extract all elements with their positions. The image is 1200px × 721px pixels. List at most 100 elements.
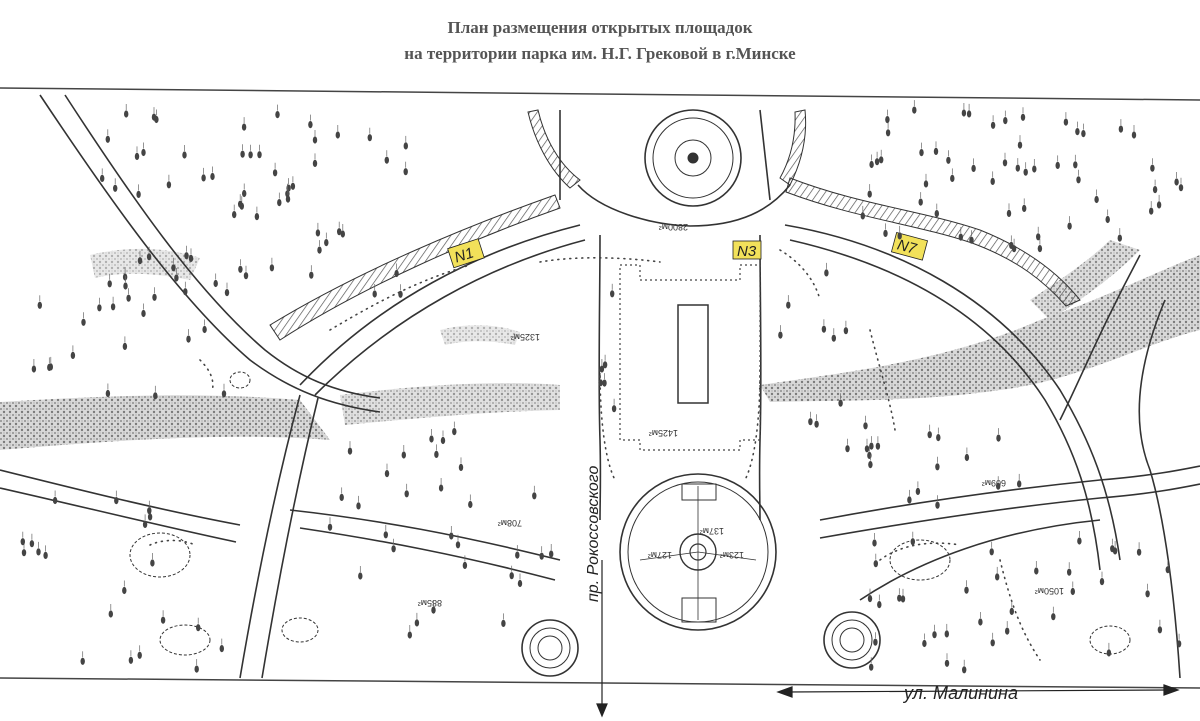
tree-icon	[873, 638, 878, 646]
tree-icon	[515, 551, 520, 559]
tree-icon	[257, 151, 262, 159]
tree-icon	[1017, 480, 1022, 488]
tree-icon	[124, 110, 129, 118]
tree-icon	[831, 334, 836, 342]
tree-icon	[1070, 587, 1076, 596]
tree-icon	[927, 431, 932, 439]
tree-icon	[123, 282, 128, 290]
tree-icon	[240, 150, 245, 158]
tree-icon	[912, 106, 917, 114]
tree-icon	[404, 490, 409, 498]
map-title-line-2: на территории парка им. Н.Г. Грековой в …	[404, 44, 796, 63]
tree-icon	[468, 500, 473, 509]
tree-icon	[602, 379, 607, 387]
tree-icon	[872, 539, 877, 547]
tree-icon	[1023, 168, 1028, 176]
tree-icon	[126, 294, 131, 302]
tree-icon	[327, 523, 333, 531]
tree-icon	[923, 180, 929, 188]
tree-icon	[105, 135, 111, 143]
tree-icon	[384, 156, 389, 164]
tree-icon	[922, 639, 927, 648]
tree-icon	[869, 442, 874, 450]
tree-icon	[599, 365, 605, 373]
tree-icon	[219, 645, 224, 653]
shrub-rows	[149, 249, 1041, 661]
tree-icon	[885, 129, 891, 137]
tree-icon	[989, 548, 994, 556]
tree-icon	[1067, 222, 1072, 230]
tree-icon	[958, 233, 963, 241]
site-n3-label: N3	[737, 243, 757, 260]
tree-icon	[1015, 164, 1020, 172]
plan-frame	[0, 87, 1200, 689]
tree-icon	[182, 151, 187, 159]
tree-icon	[312, 159, 318, 167]
tree-icon	[188, 254, 194, 262]
tree-icon	[100, 174, 105, 182]
tree-icon	[1011, 245, 1017, 253]
central-lawn	[619, 264, 761, 451]
tree-icon	[1021, 204, 1027, 212]
tree-icon	[160, 616, 166, 624]
tree-icon	[383, 531, 388, 539]
tree-icon	[883, 229, 888, 237]
tree-icon	[610, 290, 615, 298]
tree-icon	[1145, 590, 1150, 598]
tree-icon	[414, 619, 420, 627]
site-n1-marker: N1	[447, 238, 485, 269]
tree-icon	[549, 550, 554, 558]
tree-icon	[114, 497, 119, 505]
tree-symbols	[20, 100, 1184, 674]
tree-icon	[978, 618, 983, 626]
tree-icon	[868, 461, 873, 469]
tree-icon	[70, 351, 76, 359]
tree-icon	[935, 501, 940, 509]
park-paths	[0, 94, 1200, 679]
tree-icon	[108, 610, 114, 618]
area-label: 2800м²	[659, 222, 688, 232]
tree-icon	[879, 156, 884, 164]
tree-icon	[962, 666, 967, 674]
area-label: 1425м²	[649, 428, 678, 438]
area-label: 1050м²	[1035, 586, 1064, 596]
tree-icon	[969, 236, 974, 244]
tree-icon	[134, 152, 140, 160]
tree-icon	[137, 257, 143, 265]
tree-icon	[1037, 245, 1043, 253]
tree-icon	[1005, 627, 1010, 635]
area-label: 708м²	[498, 518, 522, 528]
tree-icon	[429, 435, 434, 443]
tree-icon	[971, 164, 976, 172]
tree-icon	[122, 273, 128, 281]
tree-icon	[821, 325, 827, 333]
tree-icon	[52, 496, 58, 505]
site-n1-label: N1	[452, 244, 476, 266]
tree-icon	[778, 331, 783, 339]
area-label: 123м²	[720, 550, 744, 560]
tree-icon	[254, 213, 260, 221]
tree-icon	[339, 493, 344, 501]
site-n3-marker: N3	[732, 240, 762, 260]
tree-icon	[918, 198, 923, 206]
tree-icon	[936, 434, 941, 442]
tree-icon	[1112, 547, 1118, 555]
tree-icon	[136, 190, 141, 198]
tree-icon	[122, 586, 127, 595]
tree-icon	[372, 290, 377, 298]
tree-icon	[31, 365, 37, 373]
tree-icon	[995, 573, 1000, 581]
tree-icon	[141, 148, 146, 157]
tree-icon	[141, 309, 146, 318]
tree-icon	[996, 434, 1001, 442]
tree-icon	[150, 559, 155, 567]
tree-icon	[1176, 640, 1182, 648]
tree-icon	[315, 229, 321, 237]
tree-icon	[786, 301, 791, 309]
tree-icon	[337, 228, 342, 236]
tree-icon	[142, 520, 148, 529]
tree-icon	[277, 199, 282, 207]
tree-icon	[194, 665, 199, 673]
tree-icon	[824, 269, 829, 277]
tree-icon	[224, 289, 230, 297]
